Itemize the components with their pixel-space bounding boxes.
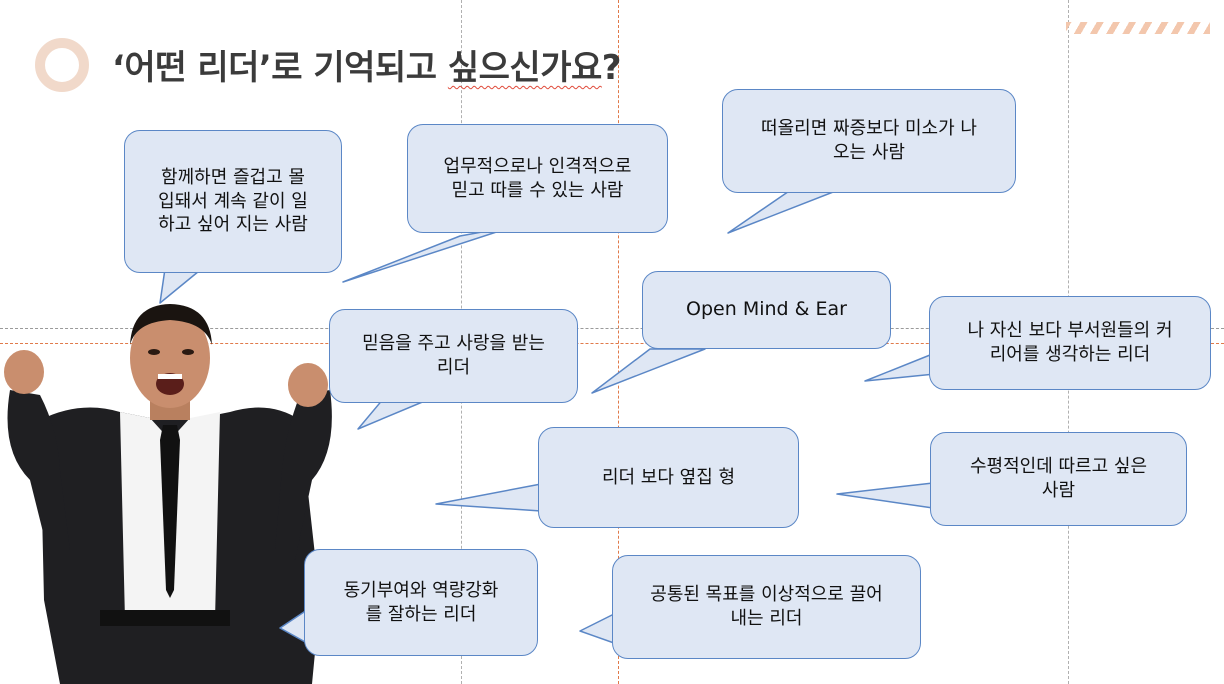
title-circle-icon bbox=[35, 38, 89, 92]
decorative-stripes bbox=[1066, 22, 1210, 34]
speech-bubble: 리더 보다 옆집 형 bbox=[538, 427, 799, 528]
bubble-text: 나 자신 보다 부서원들의 커 리어를 생각하는 리더 bbox=[967, 320, 1173, 365]
bubble-text: 수평적인데 따르고 싶은 사람 bbox=[969, 456, 1148, 501]
guide-line-horizontal bbox=[0, 328, 1224, 329]
speech-bubble: 믿음을 주고 사랑을 받는 리더 bbox=[329, 309, 578, 403]
bubble-text: 업무적으로나 인격적으로 믿고 따를 수 있는 사람 bbox=[443, 155, 632, 201]
guide-line-vertical bbox=[618, 0, 619, 684]
bubble-text: 믿음을 주고 사랑을 받는 리더 bbox=[362, 333, 545, 378]
bubble-text: 공통된 목표를 이상적으로 끌어 내는 리더 bbox=[650, 584, 883, 629]
bubble-text: 동기부여와 역량강화 를 잘하는 리더 bbox=[343, 579, 499, 625]
speech-bubble: 동기부여와 역량강화 를 잘하는 리더 bbox=[304, 549, 538, 656]
speech-bubble: Open Mind & Ear bbox=[642, 271, 891, 349]
speech-bubble: 나 자신 보다 부서원들의 커 리어를 생각하는 리더 bbox=[929, 296, 1211, 390]
speech-bubble: 업무적으로나 인격적으로 믿고 따를 수 있는 사람 bbox=[407, 124, 668, 233]
bubble-text: 함께하면 즐겁고 몰 입돼서 계속 같이 일 하고 싶어 지는 사람 bbox=[158, 166, 308, 236]
speech-bubble: 공통된 목표를 이상적으로 끌어 내는 리더 bbox=[612, 555, 921, 659]
speech-bubble: 수평적인데 따르고 싶은 사람 bbox=[930, 432, 1187, 526]
bubble-text: 떠올리면 짜증보다 미소가 나 오는 사람 bbox=[761, 118, 977, 163]
speech-bubble: 함께하면 즐겁고 몰 입돼서 계속 같이 일 하고 싶어 지는 사람 bbox=[124, 130, 342, 273]
bubble-text: 리더 보다 옆집 형 bbox=[601, 466, 736, 488]
cheering-businessman-image bbox=[4, 304, 332, 684]
speech-bubble: 떠올리면 짜증보다 미소가 나 오는 사람 bbox=[722, 89, 1016, 193]
bubble-text: Open Mind & Ear bbox=[686, 298, 847, 321]
guide-line-horizontal bbox=[0, 343, 1224, 344]
slide-title: ‘어떤 리더’로 기억되고 싶으신가요? bbox=[112, 48, 622, 88]
